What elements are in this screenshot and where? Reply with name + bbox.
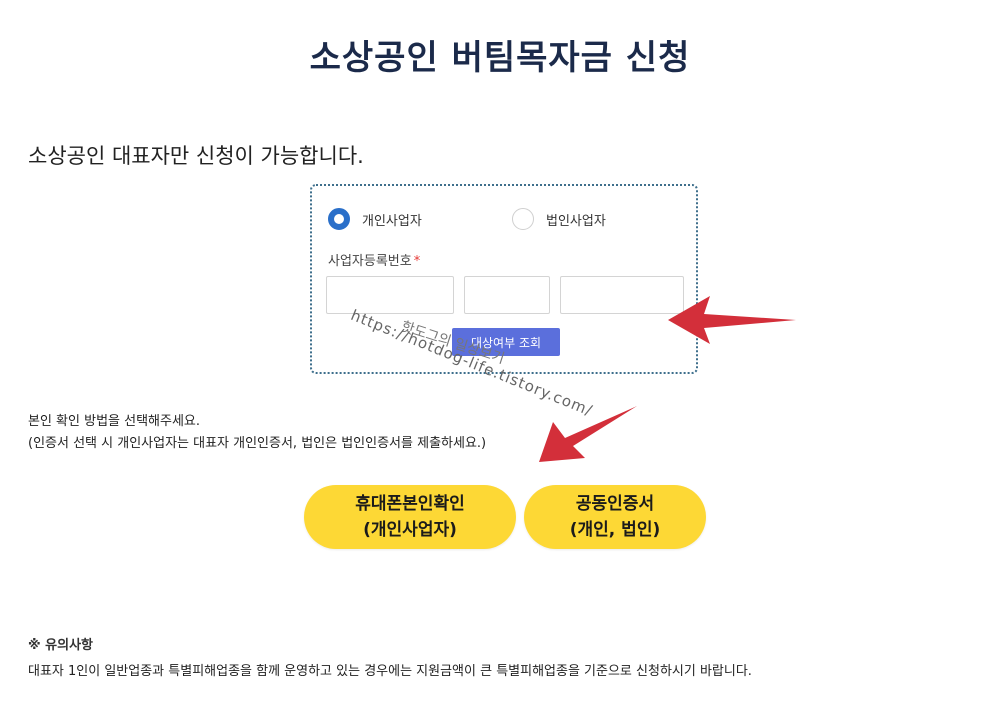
instruction-line1: 본인 확인 방법을 선택해주세요.	[28, 414, 201, 429]
phone-button-line1: 휴대폰본인확인	[355, 494, 465, 514]
certificate-button-line2: (개인, 법인)	[569, 520, 661, 540]
radio-unchecked-icon[interactable]	[512, 208, 534, 230]
registration-number-part2[interactable]	[464, 276, 550, 314]
required-mark: *	[413, 254, 421, 269]
page-title: 소상공인 버팀목자금 신청	[309, 38, 691, 78]
annotation-arrow-left	[539, 406, 637, 462]
registration-number-label: 사업자등록번호*	[328, 250, 420, 269]
notice-text: 대표자 1인이 일반업종과 특별피해업종을 함께 운영하고 있는 경우에는 지원…	[28, 664, 752, 679]
radio-label-corporate: 법인사업자	[546, 213, 606, 229]
certificate-button-line1: 공동인증서	[575, 494, 655, 514]
radio-label-individual: 개인사업자	[362, 213, 422, 229]
eligibility-lookup-button[interactable]: 대상여부 조회	[452, 328, 560, 356]
radio-checked-icon[interactable]	[328, 208, 350, 230]
registration-label-text: 사업자등록번호	[328, 254, 412, 269]
radio-corporate-business[interactable]: 법인사업자	[512, 208, 606, 230]
registration-number-part1[interactable]	[326, 276, 454, 314]
radio-individual-business[interactable]: 개인사업자	[328, 208, 422, 230]
phone-button-line2: (개인사업자)	[363, 520, 457, 540]
registration-number-part3[interactable]	[560, 276, 684, 314]
phone-verification-button[interactable]: 휴대폰본인확인 (개인사업자)	[304, 485, 516, 549]
arrow-left-head	[539, 406, 637, 462]
business-form: 개인사업자 법인사업자 사업자등록번호* 대상여부 조회	[310, 184, 698, 374]
annotation-arrow-right	[668, 296, 796, 344]
arrow-right-head	[668, 296, 796, 344]
certificate-button[interactable]: 공동인증서 (개인, 법인)	[524, 485, 706, 549]
notice-title: ※ 유의사항	[28, 638, 94, 653]
instruction-line2: (인증서 선택 시 개인사업자는 대표자 개인인증서, 법인은 법인인증서를 제…	[28, 436, 487, 451]
page-subtitle: 소상공인 대표자만 신청이 가능합니다.	[28, 144, 364, 168]
